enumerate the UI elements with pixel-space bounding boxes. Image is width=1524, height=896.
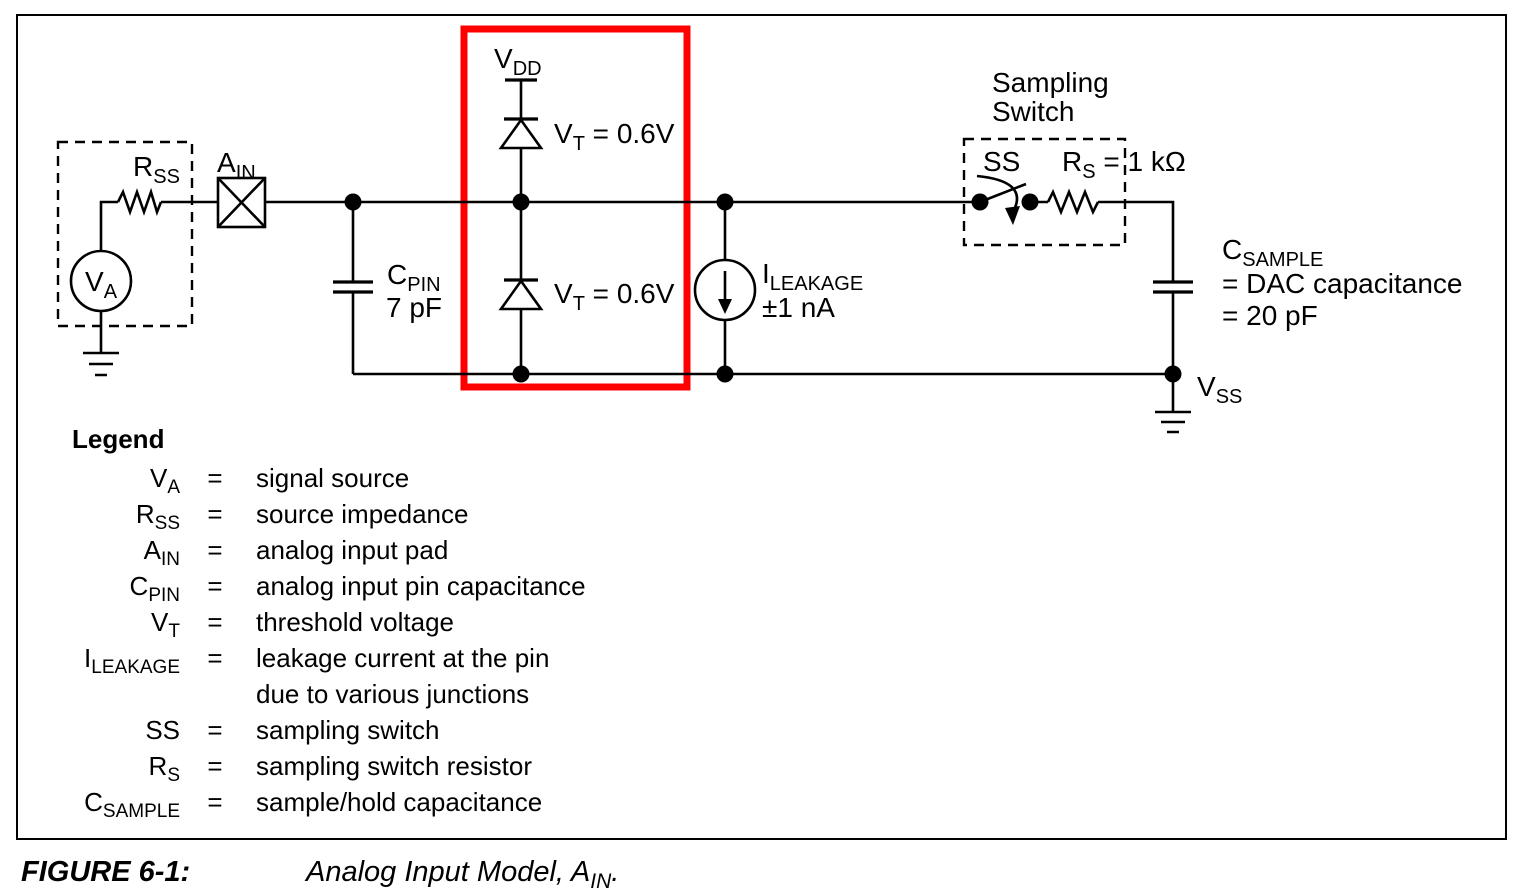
ileakage-arrow-head: [718, 299, 732, 314]
legend-symbol: CSAMPLE: [84, 787, 180, 823]
legend-title: Legend: [72, 424, 165, 454]
legend-equals: =: [207, 787, 223, 817]
vss-ground-symbol: [1155, 374, 1191, 434]
figure-border: [16, 14, 1507, 840]
legend-table: VA = signal source RSS = source impedanc…: [72, 460, 586, 823]
junction-dot: [512, 365, 530, 383]
ileakage-label: ILEAKAGE: [762, 258, 863, 295]
legend-equals: =: [207, 463, 223, 493]
legend-symbol: ILEAKAGE: [84, 643, 180, 679]
legend-symbol: CPIN: [129, 571, 180, 607]
legend-description: source impedance: [256, 499, 469, 529]
legend-description: analog input pin capacitance: [256, 571, 586, 601]
legend-symbol: VA: [149, 463, 180, 499]
diode-to-vss: [498, 278, 544, 311]
vt-top-label: VT = 0.6V: [554, 118, 675, 155]
vss-label: VSS: [1197, 371, 1242, 408]
signal-source-dashed-box: [56, 140, 194, 328]
switch-arrow-arc: [976, 174, 1019, 211]
legend-description: signal source: [256, 463, 410, 493]
va-label: VA: [85, 266, 118, 303]
legend-description: sample/hold capacitance: [256, 787, 543, 817]
legend-symbol: AIN: [143, 535, 180, 571]
legend-description: sampling switch: [256, 715, 440, 745]
va-ground-symbol: [83, 311, 119, 377]
csample-value-line2: = 20 pF: [1222, 300, 1318, 331]
legend-equals: =: [207, 535, 223, 565]
caption-label: FIGURE 6-1:: [21, 856, 191, 888]
switch-arrow-head: [1005, 206, 1020, 225]
legend-symbol: RS: [148, 751, 180, 787]
csample-value-line1: = DAC capacitance: [1222, 268, 1462, 299]
ileakage-current-source: [693, 258, 757, 322]
switch-contact-dot: [1021, 193, 1039, 211]
ileakage-value: ±1 nA: [762, 292, 835, 323]
csample-label: CSAMPLE: [1222, 234, 1323, 271]
ss-label: SS: [983, 146, 1020, 177]
ain-pad: [216, 176, 267, 229]
legend-symbol: SS: [145, 715, 180, 745]
rs-resistor: [1046, 188, 1100, 216]
diode-to-vdd: [498, 117, 544, 150]
legend-equals: =: [207, 715, 223, 745]
legend-equals: =: [207, 643, 223, 673]
legend-equals: =: [207, 499, 223, 529]
legend-description: threshold voltage: [256, 607, 455, 637]
switch-contact-dot: [971, 193, 989, 211]
rss-label: RSS: [133, 151, 180, 188]
diode-top-triangle: [498, 117, 544, 150]
junction-dot: [344, 193, 362, 211]
junction-dot: [512, 193, 530, 211]
rs-label: RS = 1 kΩ: [1062, 146, 1186, 183]
sampling-switch-dashed-box: [962, 137, 1127, 247]
legend-equals: =: [207, 571, 223, 601]
legend-description: sampling switch resistor: [256, 751, 532, 781]
legend-equals: =: [207, 607, 223, 637]
circuit-wires: [99, 80, 1175, 376]
legend: Legend VA = signal source RSS = source i…: [72, 424, 586, 823]
legend-symbol: RSS: [135, 499, 180, 535]
junction-dot: [716, 193, 734, 211]
legend-description: analog input pad: [256, 535, 449, 565]
sampling-switch-title-line1: Sampling: [992, 67, 1109, 98]
caption-text: Analog Input Model, AIN.: [306, 856, 620, 893]
legend-symbol: VT: [151, 607, 180, 643]
esd-diodes-highlight-box: [460, 25, 691, 391]
cpin-label: CPIN: [387, 259, 441, 296]
rss-resistor: [116, 187, 163, 216]
ain-pad-x: [217, 177, 266, 228]
vt-bottom-label: VT = 0.6V: [554, 278, 675, 315]
diode-bottom-triangle: [498, 278, 544, 311]
legend-equals: =: [207, 751, 223, 781]
csample-capacitor: [1153, 280, 1193, 294]
cpin-value: 7 pF: [386, 292, 442, 323]
junction-dot: [716, 365, 734, 383]
cpin-capacitor: [333, 280, 373, 294]
sampling-switch-title-line2: Switch: [992, 96, 1074, 127]
ain-label: AIN: [217, 147, 256, 184]
vdd-label: VDD: [494, 43, 542, 80]
